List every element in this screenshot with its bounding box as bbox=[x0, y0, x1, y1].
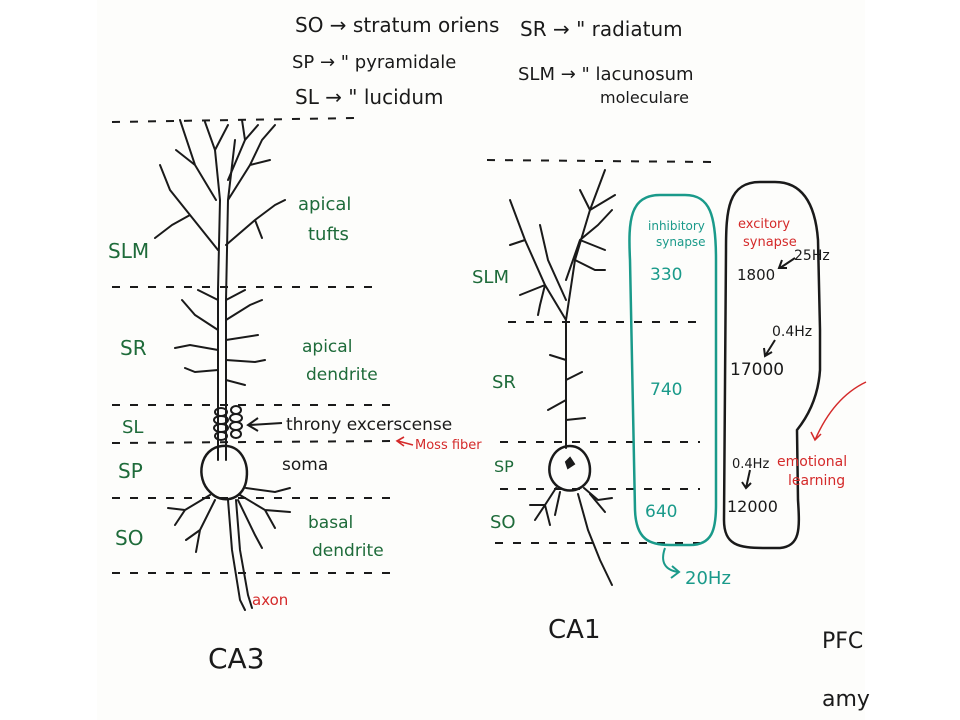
ca1-apical-tufts bbox=[509, 189, 616, 321]
excitory-arrow-04hz-1 bbox=[763, 339, 776, 358]
ca3-boundary-top bbox=[111, 117, 356, 123]
excitory-arrows bbox=[741, 257, 796, 490]
legend-sr: SR → " radiatum bbox=[520, 17, 683, 41]
emotional-arrow bbox=[810, 381, 867, 442]
ca1-labels: SLM SR SP SO CA1 bbox=[472, 267, 600, 645]
excitory-title-1: excitory bbox=[738, 217, 790, 232]
thorny-label: throny excerscense bbox=[286, 415, 452, 435]
inhibitory-freq-arrow bbox=[662, 547, 681, 579]
ca3-boundary-sl-sp bbox=[111, 440, 396, 444]
inhibitory-synapse-box bbox=[628, 193, 718, 579]
excitory-capsule bbox=[722, 180, 822, 550]
apical-tufts-label-1: apical bbox=[298, 194, 351, 215]
legend-sl: SL → " lucidum bbox=[295, 85, 444, 109]
ca3-axon bbox=[227, 499, 253, 611]
axon-label: axon bbox=[252, 591, 288, 609]
ca1-soma bbox=[548, 444, 592, 492]
ca1-sr-branches bbox=[547, 354, 586, 421]
ca1-trunk bbox=[565, 169, 606, 449]
ca1-basal-dendrites bbox=[529, 487, 613, 586]
ca3-apical-dendrite-branches bbox=[174, 289, 266, 386]
ca3-basal-dendrites bbox=[167, 487, 291, 553]
amy-label: amy bbox=[822, 687, 870, 712]
ca3-layer-boundaries bbox=[111, 117, 396, 574]
excitory-freq-sr: 0.4Hz bbox=[772, 324, 812, 340]
ca3-labels: SLM SR SL SP SO apical tufts apical dend… bbox=[108, 194, 482, 675]
ca1-soma-nucleus bbox=[564, 456, 576, 470]
inhibitory-title-1: inhibitory bbox=[648, 219, 705, 233]
excitory-labels: excitory synapse 1800 25Hz 0.4Hz 17000 0… bbox=[727, 217, 847, 516]
ca3-soma bbox=[200, 444, 249, 501]
inhibitory-labels: inhibitory synapse 330 740 640 20Hz bbox=[645, 219, 731, 589]
ca3-layer-sl: SL bbox=[122, 417, 143, 438]
ca3-arrows bbox=[246, 417, 283, 432]
ca3-layer-sr: SR bbox=[120, 336, 147, 360]
ca1-boundary-top bbox=[486, 159, 713, 163]
emotional-label-1: emotional bbox=[777, 454, 847, 470]
excitory-value-slm: 1800 bbox=[737, 266, 775, 284]
excitory-value-so: 12000 bbox=[727, 497, 778, 516]
pfc-label: PFC bbox=[822, 629, 863, 654]
legend: SO → stratum oriens SP → " pyramidale SL… bbox=[292, 13, 694, 109]
emotional-label-2: learning bbox=[788, 473, 845, 489]
apical-tufts-label-2: tufts bbox=[308, 224, 349, 245]
ca3-apical-tufts bbox=[154, 119, 286, 251]
excitory-arrow-04hz-2 bbox=[741, 469, 752, 490]
legend-so: SO → stratum oriens bbox=[295, 13, 499, 37]
ca1-layer-sr: SR bbox=[492, 372, 516, 393]
ca3-layer-slm: SLM bbox=[108, 239, 149, 263]
ca1-layer-sp: SP bbox=[494, 457, 514, 476]
excitory-freq-so: 0.4Hz bbox=[732, 457, 769, 472]
thorny-arrow bbox=[246, 417, 283, 432]
excitory-freq-slm: 25Hz bbox=[794, 248, 830, 264]
inhibitory-freq: 20Hz bbox=[685, 568, 731, 589]
basal-dendrite-label-1: basal bbox=[308, 513, 353, 533]
apical-dendrite-label-2: dendrite bbox=[306, 365, 378, 385]
ca3-layer-so: SO bbox=[115, 526, 143, 550]
excitory-synapse-box bbox=[722, 180, 822, 550]
ca3-layer-sp: SP bbox=[118, 459, 143, 483]
excitory-value-sr: 17000 bbox=[730, 360, 784, 380]
inhibitory-title-2: synapse bbox=[656, 235, 706, 249]
inhibitory-value-slm: 330 bbox=[650, 265, 682, 285]
legend-slm-2: moleculare bbox=[600, 88, 689, 107]
legend-sp: SP → " pyramidale bbox=[292, 52, 456, 73]
excitory-title-2: synapse bbox=[743, 235, 797, 250]
inhibitory-value-sr: 740 bbox=[650, 380, 682, 400]
moss-fiber-arrow bbox=[395, 436, 414, 447]
moss-fiber-label: Moss fiber bbox=[415, 438, 482, 453]
apical-dendrite-label-1: apical bbox=[302, 337, 352, 357]
ca1-layer-boundaries bbox=[486, 159, 713, 544]
ca1-layer-slm: SLM bbox=[472, 267, 509, 288]
ca3-title: CA3 bbox=[208, 642, 265, 675]
legend-slm-1: SLM → " lacunosum bbox=[518, 64, 694, 85]
ca1-neuron bbox=[509, 169, 616, 586]
right-edge-labels: PFC amy bbox=[822, 629, 870, 712]
excitory-arrow-25hz bbox=[777, 257, 796, 269]
basal-dendrite-label-2: dendrite bbox=[312, 541, 384, 561]
soma-label: soma bbox=[282, 455, 328, 475]
inhibitory-capsule bbox=[628, 193, 718, 547]
thorny-excrescence-coils bbox=[213, 405, 243, 441]
ca1-title: CA1 bbox=[548, 615, 600, 645]
inhibitory-value-so: 640 bbox=[645, 502, 677, 522]
ca3-neuron bbox=[154, 119, 291, 611]
ca1-layer-so: SO bbox=[490, 512, 516, 533]
